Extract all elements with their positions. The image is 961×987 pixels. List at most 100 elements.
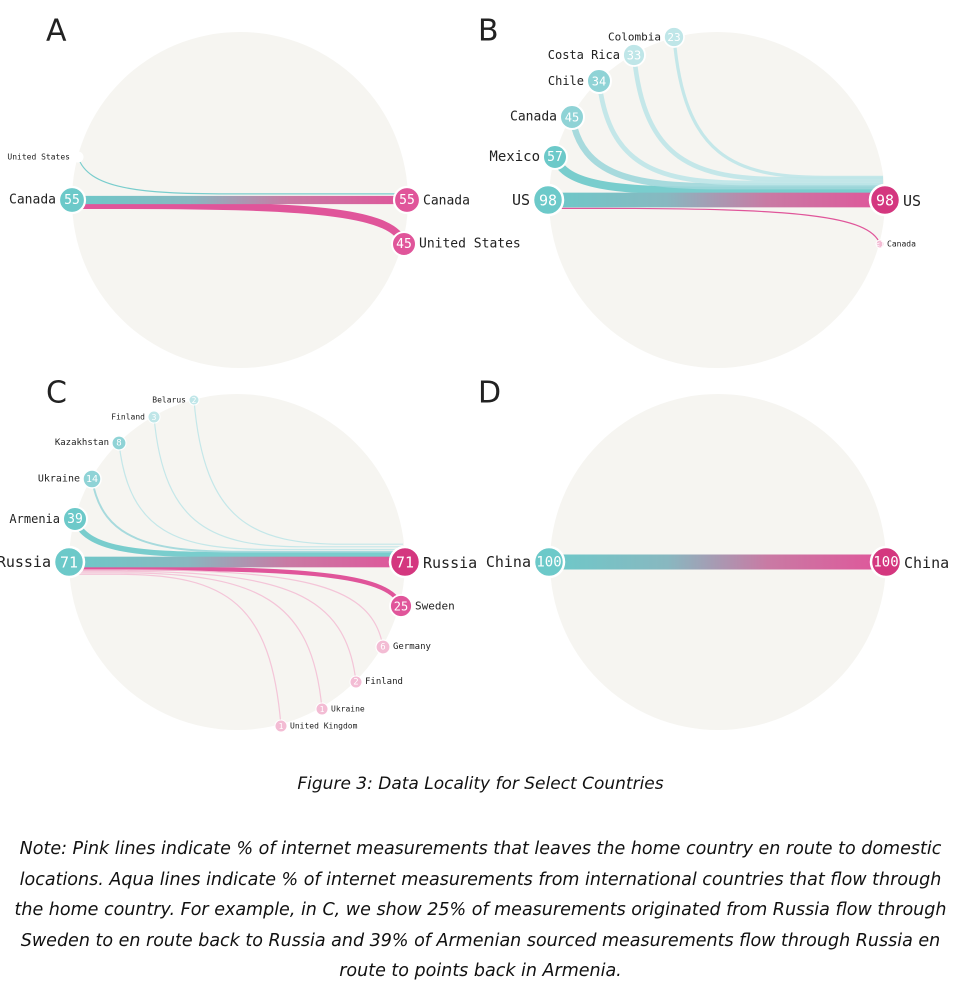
aqua-ukraine-bubble — [82, 469, 102, 489]
home-left-label: China — [486, 553, 531, 571]
aqua-belarus-value: 2 — [192, 396, 197, 405]
aqua-colombia-label: Colombia — [608, 31, 661, 44]
pink-flow-canada — [548, 207, 881, 245]
aqua-canada-value: 45 — [565, 111, 579, 125]
aqua-canada-bubble — [559, 104, 585, 130]
home-left-label: Canada — [9, 193, 56, 208]
aqua-kazakhstan-label: Kazakhstan — [55, 438, 109, 448]
aqua-flow-colombia — [672, 36, 883, 179]
aqua-colombia-bubble — [663, 26, 685, 48]
aqua-ukraine-value: 14 — [86, 474, 98, 485]
pink-sweden-bubble — [389, 594, 413, 618]
pink-ukraine-label: Ukraine — [331, 705, 365, 714]
home-right-bubble — [868, 183, 902, 217]
aqua-finland-label: Finland — [111, 413, 145, 422]
aqua-mexico-label: Mexico — [489, 149, 540, 165]
aqua-flow-kazakhstan — [118, 442, 403, 551]
aqua-costa-rica-value: 33 — [627, 49, 641, 63]
aqua-united-states-value: <1 — [73, 153, 84, 163]
figure-title: Figure 3: Data Locality for Select Count… — [297, 774, 664, 794]
panel-letter: B — [478, 14, 499, 49]
home-right-bubble — [392, 185, 422, 215]
home-right-label: Canada — [423, 194, 470, 209]
pink-finland-value: 2 — [353, 678, 358, 688]
home-left-label: Russia — [0, 553, 51, 571]
pink-flow-ukraine — [69, 572, 323, 710]
aqua-belarus-label: Belarus — [152, 396, 186, 405]
pink-united-states-bubble — [391, 231, 417, 257]
home-right-label: China — [904, 554, 949, 572]
aqua-finland-bubble — [147, 410, 161, 424]
pink-canada-label: Canada — [887, 240, 916, 249]
home-flow — [72, 195, 407, 205]
aqua-flow-ukraine — [91, 478, 403, 553]
pink-united-kingdom-bubble — [274, 719, 288, 733]
home-flow — [69, 556, 405, 568]
pink-ukraine-value: 1 — [320, 705, 325, 714]
panel-letter: A — [46, 14, 67, 49]
aqua-armenia-label: Armenia — [9, 512, 60, 526]
aqua-finland-value: 3 — [152, 413, 157, 422]
pink-finland-label: Finland — [365, 677, 403, 687]
pink-canada-bubble — [875, 239, 885, 249]
home-right-label: Russia — [423, 554, 477, 572]
home-right-bubble — [388, 545, 422, 579]
aqua-chile-bubble — [586, 68, 612, 94]
home-left-value: 98 — [539, 192, 557, 210]
home-right-label: US — [903, 192, 921, 210]
home-left-value: 100 — [536, 555, 561, 571]
home-flow — [549, 554, 886, 570]
pink-ukraine-bubble — [315, 702, 329, 716]
aqua-united-states-label: United States — [7, 153, 70, 162]
pink-germany-value: 6 — [380, 643, 385, 653]
aqua-flow-chile — [596, 80, 883, 186]
pink-canada-value: <1 — [875, 240, 885, 249]
aqua-ukraine-label: Ukraine — [38, 474, 80, 485]
pink-flow-united-states — [72, 201, 408, 246]
pink-united-kingdom-value: 1 — [279, 722, 284, 731]
aqua-armenia-value: 39 — [67, 512, 83, 527]
panel-letter: D — [478, 376, 501, 411]
pink-flows — [548, 207, 881, 245]
pink-united-states-label: United States — [419, 237, 521, 252]
aqua-canada-label: Canada — [510, 110, 557, 125]
home-flow — [548, 192, 885, 208]
aqua-costa-rica-label: Costa Rica — [548, 48, 620, 62]
pink-flows — [69, 566, 404, 727]
aqua-colombia-value: 23 — [667, 31, 680, 44]
pink-flow-united-kingdom — [69, 573, 282, 727]
aqua-kazakhstan-value: 8 — [116, 439, 121, 449]
home-left-label: US — [512, 191, 530, 209]
aqua-flow-belarus — [193, 399, 403, 545]
pink-flow-sweden — [69, 566, 404, 607]
aqua-flows — [77, 156, 405, 195]
pink-united-states-value: 45 — [396, 237, 412, 252]
aqua-united-states-bubble — [72, 151, 84, 163]
home-right-value: 71 — [396, 554, 414, 572]
home-left-value: 55 — [64, 193, 80, 208]
home-left-bubble — [532, 545, 566, 579]
pink-flow-germany — [69, 569, 384, 648]
aqua-flow-canada — [568, 116, 883, 190]
aqua-mexico-bubble — [542, 144, 568, 170]
pink-sweden-label: Sweden — [415, 600, 455, 613]
home-right-value: 55 — [399, 193, 415, 208]
figure-note: Note: Pink lines indicate % of internet … — [14, 839, 947, 981]
panel-letter: C — [46, 376, 67, 411]
pink-flows — [72, 201, 408, 246]
pink-finland-bubble — [349, 675, 363, 689]
pink-united-kingdom-label: United Kingdom — [290, 722, 358, 731]
aqua-armenia-bubble — [62, 506, 88, 532]
aqua-chile-label: Chile — [548, 74, 584, 88]
pink-germany-bubble — [375, 639, 391, 655]
aqua-flow-costa-rica — [631, 54, 883, 182]
aqua-kazakhstan-bubble — [111, 435, 127, 451]
pink-sweden-value: 25 — [394, 600, 408, 614]
home-left-bubble — [52, 545, 86, 579]
aqua-flow-finland — [153, 416, 403, 548]
aqua-costa-rica-bubble — [622, 43, 646, 67]
